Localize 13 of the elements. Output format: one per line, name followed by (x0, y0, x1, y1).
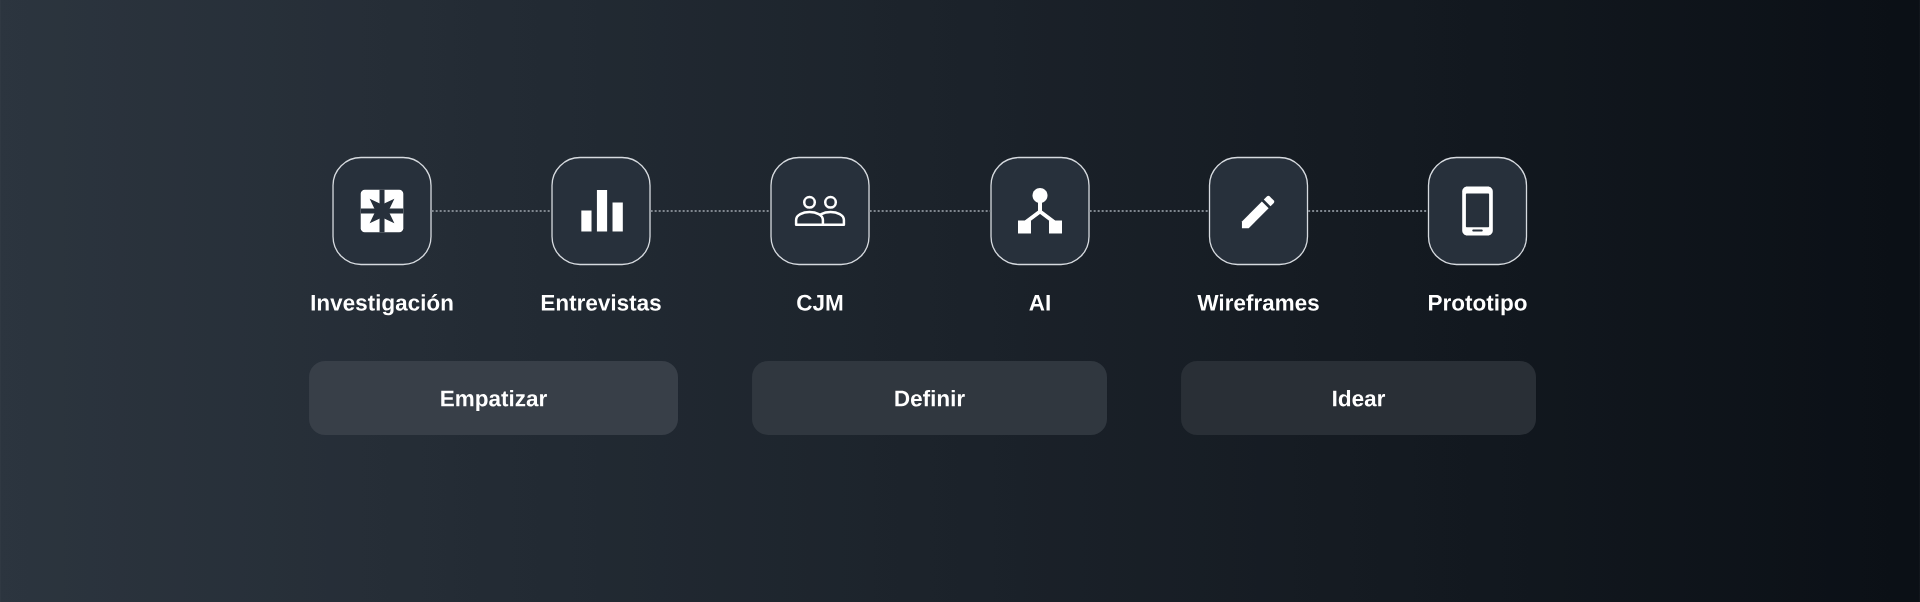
step-label: AI (1029, 295, 1050, 311)
step-label: Entrevistas (541, 294, 661, 311)
dotted-line (649, 210, 772, 212)
step-label: Wireframes (1197, 294, 1319, 311)
step-label: CJM (797, 294, 843, 311)
phase-box: Empatizar (309, 361, 678, 435)
dotted-line (1307, 210, 1429, 212)
phase-box: Definir (752, 361, 1107, 435)
phase-box: Idear (1181, 361, 1536, 435)
dotted-line (430, 210, 553, 212)
step-label: Prototipo (1429, 294, 1527, 316)
step-label: Investigación (311, 294, 453, 316)
dotted-line (1088, 210, 1210, 212)
